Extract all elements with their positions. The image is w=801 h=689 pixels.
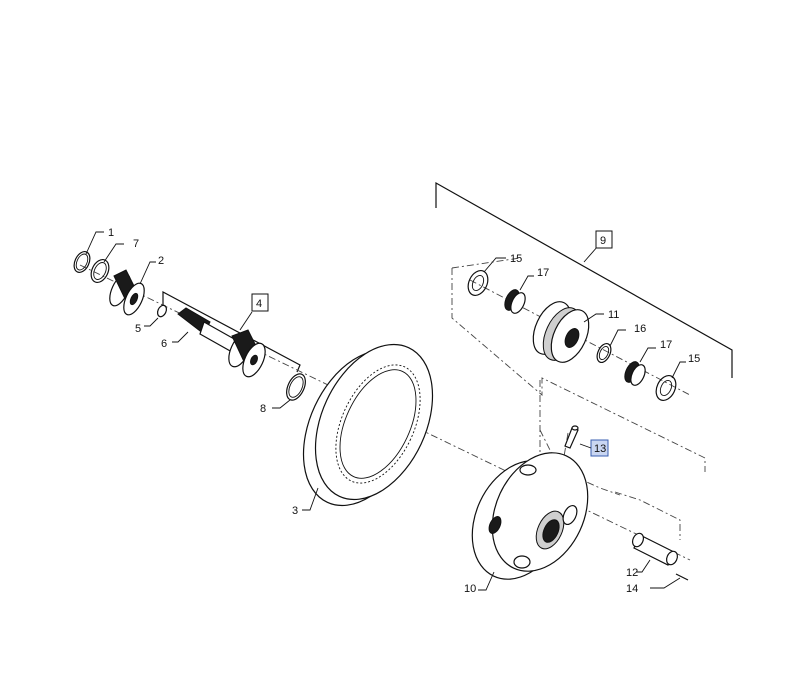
callout-7[interactable]: 7 bbox=[133, 238, 139, 250]
callout-14[interactable]: 14 bbox=[626, 583, 638, 595]
part-15-thrust-washer-bottom bbox=[655, 361, 686, 401]
part-11-planet-gear bbox=[532, 301, 604, 363]
callout-17-top[interactable]: 17 bbox=[537, 267, 549, 279]
callout-10[interactable]: 10 bbox=[464, 583, 476, 595]
part-2-spur-gear bbox=[109, 261, 156, 316]
part-10-planet-carrier bbox=[471, 452, 589, 591]
part-7-washer bbox=[90, 243, 124, 283]
part-17-needle-bearing-top bbox=[504, 275, 534, 314]
bracket-assembly-9 bbox=[435, 181, 733, 378]
part-12-planet-shaft bbox=[631, 532, 679, 573]
callout-17-bottom[interactable]: 17 bbox=[660, 339, 672, 351]
callout-6[interactable]: 6 bbox=[161, 338, 167, 350]
part-5-washer bbox=[144, 304, 168, 327]
callout-16[interactable]: 16 bbox=[634, 323, 646, 335]
callout-3[interactable]: 3 bbox=[292, 505, 298, 517]
bracket-assembly-4 bbox=[162, 291, 301, 373]
callout-8[interactable]: 8 bbox=[260, 403, 266, 415]
callout-1[interactable]: 1 bbox=[108, 227, 114, 239]
part-15-thrust-washer-top bbox=[467, 257, 506, 296]
callout-labels: 1 7 2 5 6 8 3 10 11 15 17 16 17 15 12 14 bbox=[108, 227, 700, 595]
part-13-pin bbox=[564, 425, 579, 449]
part-1-snap-ring bbox=[73, 231, 104, 273]
callout-15-bottom[interactable]: 15 bbox=[688, 353, 700, 365]
callout-11[interactable]: 11 bbox=[608, 309, 619, 321]
callout-13[interactable]: 13 bbox=[594, 443, 606, 455]
part-8-snap-ring bbox=[272, 373, 306, 409]
part-16-spacer-ring bbox=[596, 329, 626, 364]
callout-12[interactable]: 12 bbox=[626, 567, 638, 579]
callout-9[interactable]: 9 bbox=[600, 235, 606, 247]
callout-4[interactable]: 4 bbox=[256, 298, 262, 310]
callout-15-top[interactable]: 15 bbox=[510, 253, 522, 265]
callout-2[interactable]: 2 bbox=[158, 255, 164, 267]
part-14-dowel-pin bbox=[650, 573, 689, 589]
callout-box-4[interactable]: 4 bbox=[251, 293, 269, 312]
part-17-needle-bearing-bottom bbox=[624, 347, 656, 386]
part-6-shaft bbox=[172, 307, 266, 378]
callout-5[interactable]: 5 bbox=[135, 323, 141, 335]
callout-box-9[interactable]: 9 bbox=[595, 230, 613, 249]
callout-box-13-highlighted[interactable]: 13 bbox=[579, 439, 609, 457]
part-3-ring-gear bbox=[302, 343, 434, 511]
